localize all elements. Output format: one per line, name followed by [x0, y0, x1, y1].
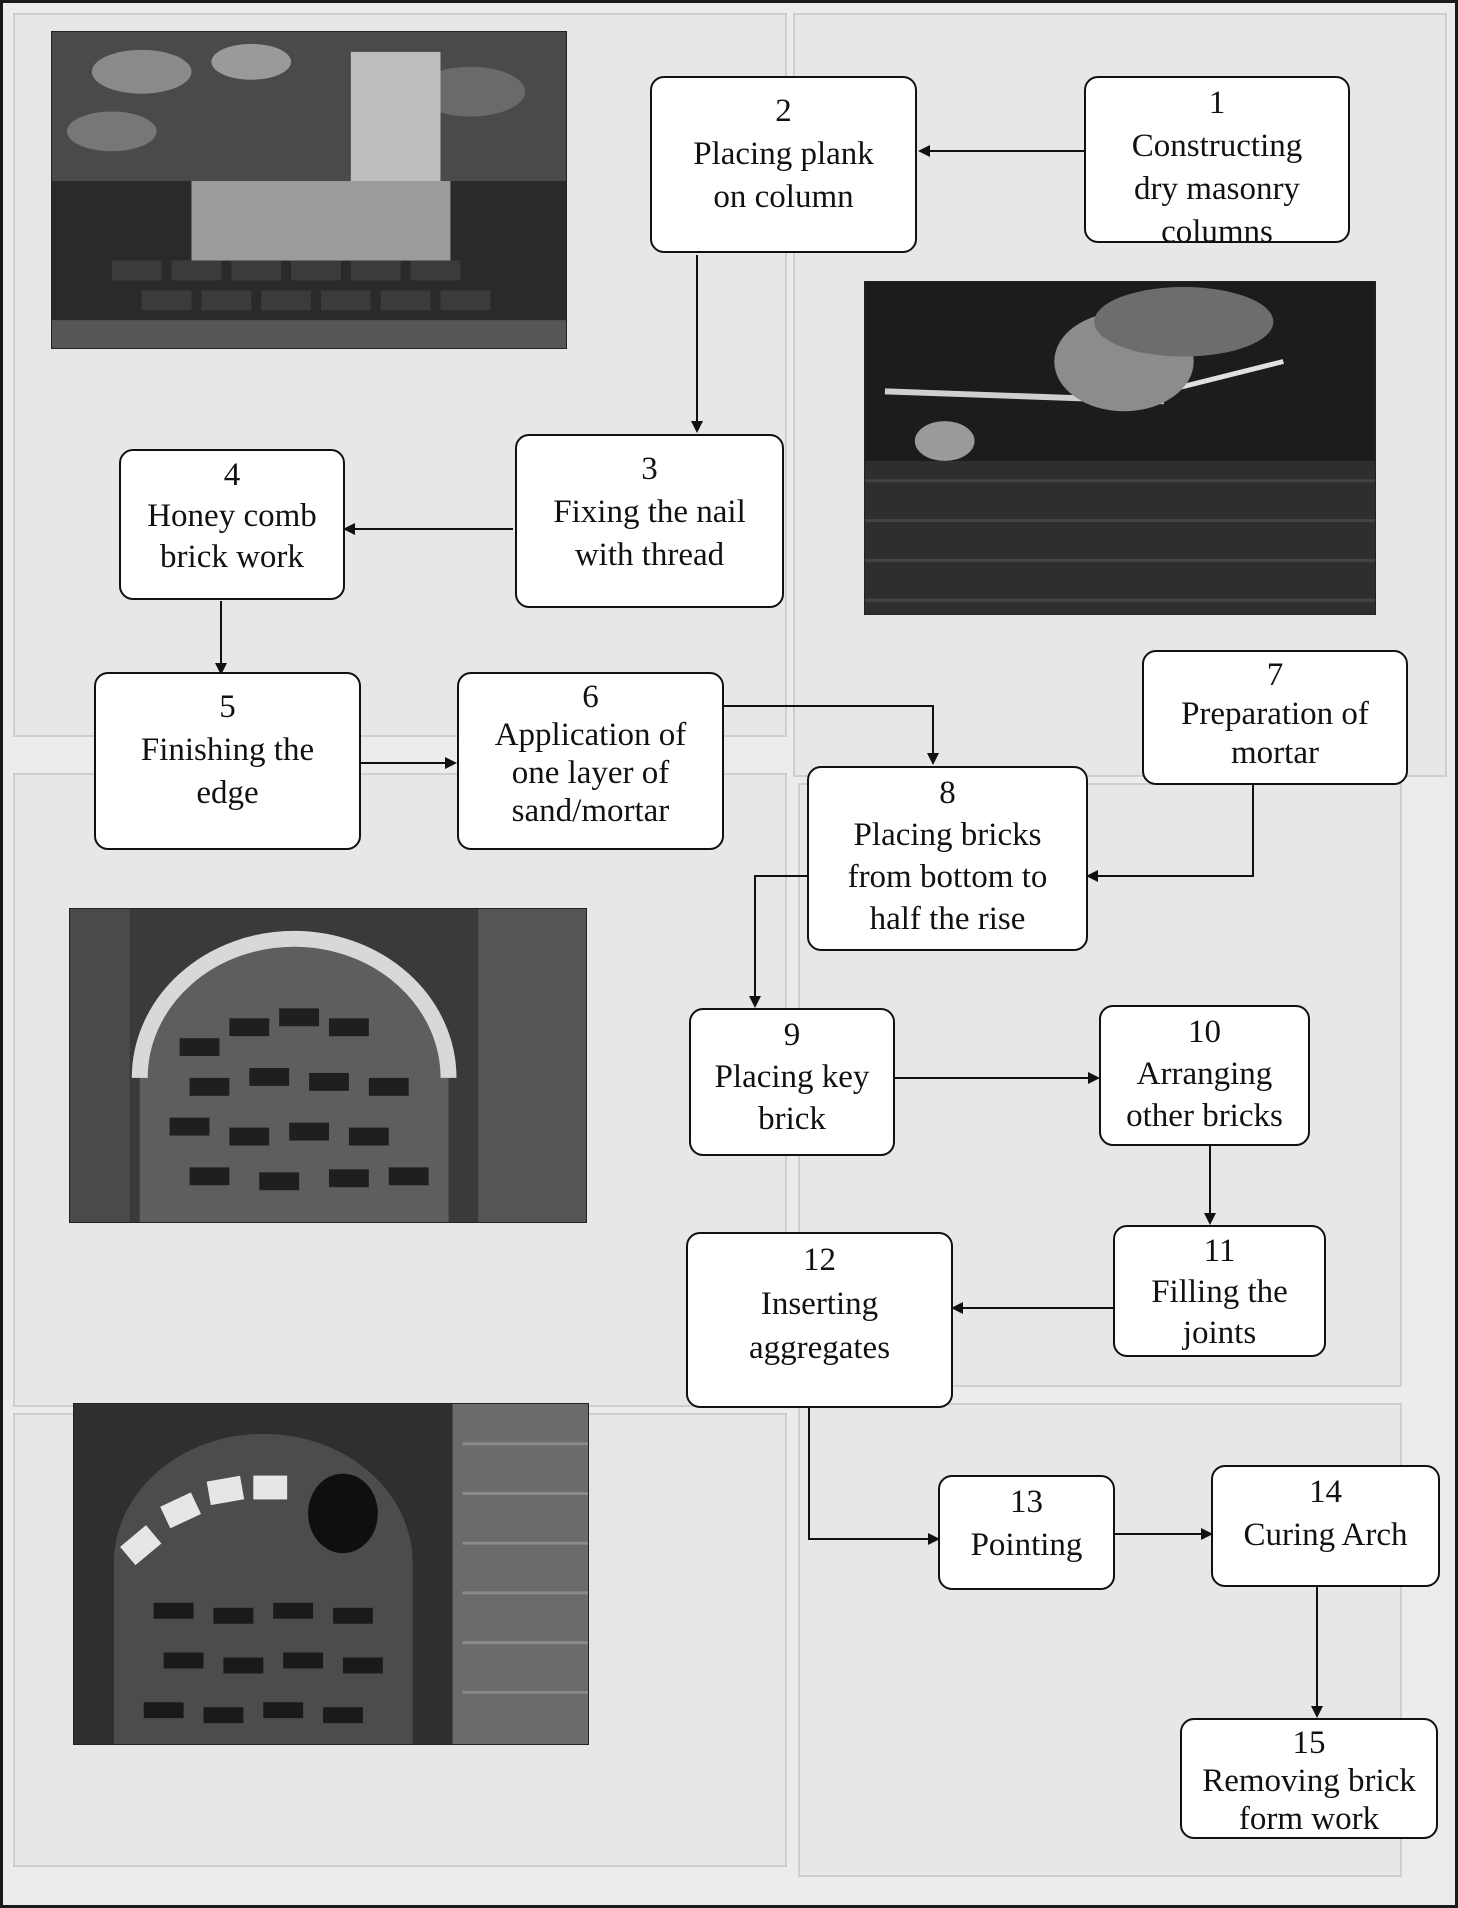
step-8-number: 8	[939, 775, 956, 811]
step-5-number: 5	[219, 689, 236, 725]
step-15-label: Removing brick form work	[1202, 1763, 1416, 1837]
step-10-label: Arranging other bricks	[1126, 1056, 1283, 1134]
step-14-number: 14	[1309, 1474, 1342, 1510]
step-8-label: Placing bricks from bottom to half the r…	[847, 817, 1048, 937]
step-10-number: 10	[1188, 1014, 1221, 1050]
step-9-label: Placing key brick	[714, 1059, 870, 1137]
step-1-box: 1 Constructing dry masonry columns	[1084, 76, 1350, 250]
step-13-number: 13	[1010, 1484, 1043, 1520]
photo-finished-brick-arch	[73, 1403, 589, 1745]
step-3-box: 3 Fixing the nail with thread	[515, 434, 784, 608]
step-12-label: Inserting aggregates	[748, 1286, 891, 1366]
step-14-label: Curing Arch	[1243, 1517, 1408, 1553]
step-4-number: 4	[223, 457, 241, 493]
step-5-box: 5 Finishing the edge	[94, 672, 361, 850]
step-12-number: 12	[803, 1242, 836, 1278]
photo-dry-masonry-columns	[51, 31, 567, 349]
step-15-number: 15	[1292, 1725, 1326, 1761]
step-15-box: 15 Removing brick form work	[1180, 1718, 1438, 1839]
step-10-box: 10 Arranging other bricks	[1099, 1005, 1310, 1146]
step-1-number: 1	[1208, 85, 1226, 121]
step-2-label: Placing plank on column	[693, 136, 874, 215]
step-4-box: 4 Honey comb brick work	[119, 449, 345, 600]
step-1-label: Constructing dry masonry columns	[1131, 128, 1303, 250]
step-12-box: 12 Inserting aggregates	[686, 1232, 953, 1408]
step-5-label: Finishing the edge	[140, 732, 315, 811]
step-13-box: 13 Pointing	[938, 1475, 1115, 1590]
step-3-label: Fixing the nail with thread	[553, 494, 746, 573]
step-2-number: 2	[775, 93, 792, 129]
step-7-label: Preparation of mortar	[1181, 696, 1369, 771]
step-9-box: 9 Placing key brick	[689, 1008, 895, 1156]
step-8-box: 8 Placing bricks from bottom to half the…	[807, 766, 1088, 951]
step-2-box: 2 Placing plank on column	[650, 76, 917, 253]
photo-brick-arch-formwork	[69, 908, 587, 1223]
step-11-label: Filling the joints	[1151, 1274, 1288, 1351]
step-6-box: 6 Application of one layer of sand/morta…	[457, 672, 724, 850]
step-6-label: Application of one layer of sand/mortar	[494, 717, 687, 829]
step-9-number: 9	[783, 1017, 801, 1053]
step-7-number: 7	[1266, 657, 1284, 693]
step-3-number: 3	[641, 451, 658, 487]
step-14-box: 14 Curing Arch	[1211, 1465, 1440, 1587]
step-6-number: 6	[582, 679, 599, 715]
step-4-label: Honey comb brick work	[147, 498, 317, 575]
step-11-box: 11 Filling the joints	[1113, 1225, 1326, 1357]
photo-fixing-nail-thread	[864, 281, 1376, 615]
step-7-box: 7 Preparation of mortar	[1142, 650, 1408, 785]
step-13-label: Pointing	[970, 1527, 1083, 1563]
step-11-number: 11	[1203, 1233, 1236, 1269]
